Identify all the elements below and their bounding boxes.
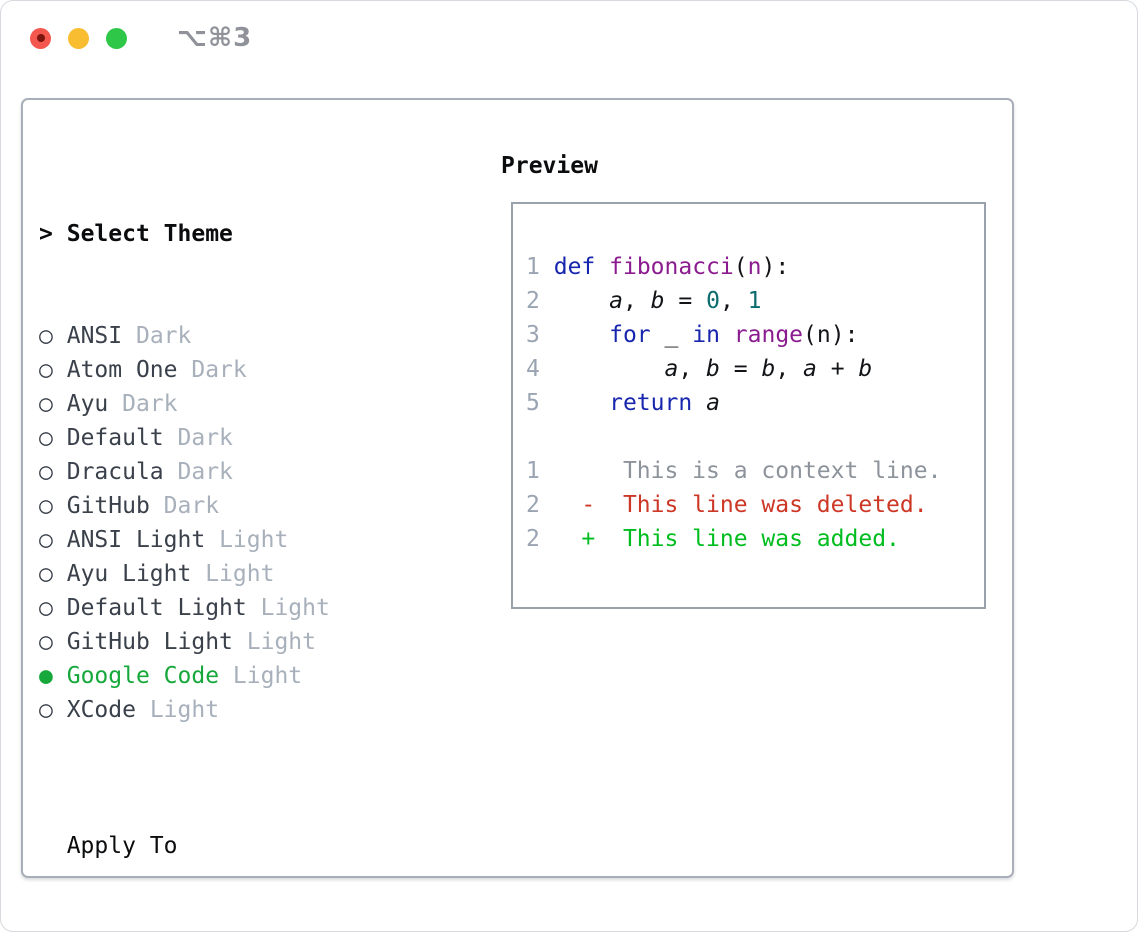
radio-unselected-icon: ○ bbox=[39, 323, 53, 349]
radio-unselected-icon: ○ bbox=[39, 357, 53, 383]
theme-variant-label: Light bbox=[260, 595, 330, 621]
theme-list: ○ ANSI Dark○ Atom One Dark○ Ayu Dark○ De… bbox=[39, 319, 427, 727]
theme-variant-label: Dark bbox=[191, 357, 247, 383]
titlebar: ⌥⌘3 bbox=[1, 1, 1137, 75]
theme-option-ayu-light[interactable]: ○ Ayu Light Light bbox=[39, 557, 427, 591]
theme-variant-label: Dark bbox=[135, 323, 192, 349]
radio-unselected-icon: ○ bbox=[39, 595, 53, 621]
option-label: Dracula bbox=[66, 459, 164, 485]
code-line: 2 + This line was added. bbox=[526, 526, 900, 552]
radio-unselected-icon: ○ bbox=[39, 697, 53, 723]
line-number: 3 bbox=[526, 322, 540, 348]
radio-unselected-icon: ○ bbox=[39, 561, 53, 587]
theme-variant-label: Dark bbox=[122, 391, 178, 417]
code-line: 1 This is a context line. bbox=[526, 458, 942, 484]
zoom-button[interactable] bbox=[106, 27, 127, 49]
theme-option-xcode[interactable]: ○ XCode Light bbox=[39, 693, 427, 727]
theme-variant-label: Light bbox=[232, 663, 303, 689]
close-button[interactable] bbox=[30, 27, 51, 49]
radio-unselected-icon: ○ bbox=[39, 425, 53, 451]
theme-variant-label: Dark bbox=[177, 459, 233, 485]
radio-selected-icon: ● bbox=[39, 663, 53, 689]
theme-option-atom-one[interactable]: ○ Atom One Dark bbox=[39, 353, 427, 387]
code-line bbox=[526, 420, 984, 454]
radio-unselected-icon: ○ bbox=[39, 527, 53, 553]
code-line: 3 for _ in range(n): bbox=[526, 322, 859, 348]
prompt-icon: > bbox=[39, 221, 53, 247]
line-number: 4 bbox=[526, 356, 540, 382]
option-label: ANSI bbox=[66, 323, 123, 349]
preview-box: 1 def fibonacci(n): 2 a, b = 0, 1 3 for _ … bbox=[511, 202, 986, 609]
radio-unselected-icon: ○ bbox=[39, 459, 53, 485]
option-label: Ayu bbox=[66, 391, 109, 417]
option-label: Default bbox=[66, 425, 164, 451]
theme-variant-label: Light bbox=[149, 697, 220, 723]
theme-option-ansi-light[interactable]: ○ ANSI Light Light bbox=[39, 523, 427, 557]
theme-option-ansi[interactable]: ○ ANSI Dark bbox=[39, 319, 427, 353]
line-number: 1 bbox=[526, 254, 540, 280]
radio-unselected-icon: ○ bbox=[39, 391, 53, 417]
option-label: GitHub Light bbox=[66, 629, 233, 655]
option-label: Google Code bbox=[66, 663, 220, 689]
radio-unselected-icon: ○ bbox=[39, 629, 53, 655]
option-label: Ayu Light bbox=[66, 561, 192, 587]
theme-option-default-light[interactable]: ○ Default Light Light bbox=[39, 591, 427, 625]
theme-option-github-light[interactable]: ○ GitHub Light Light bbox=[39, 625, 427, 659]
apply-option-user-settings[interactable]: ● User Settings bbox=[39, 931, 427, 932]
theme-option-google-code[interactable]: ● Google Code Light bbox=[39, 659, 427, 693]
line-number: 2 bbox=[526, 526, 540, 552]
line-number: 5 bbox=[526, 390, 540, 416]
minimize-button[interactable] bbox=[68, 27, 89, 49]
theme-option-default[interactable]: ○ Default Dark bbox=[39, 421, 427, 455]
code-line: 2 a, b = 0, 1 bbox=[526, 288, 762, 314]
theme-option-dracula[interactable]: ○ Dracula Dark bbox=[39, 455, 427, 489]
theme-variant-label: Light bbox=[205, 561, 275, 587]
code-line: 1 def fibonacci(n): bbox=[526, 254, 790, 280]
option-label: ANSI Light bbox=[66, 527, 206, 553]
window-title: ⌥⌘3 bbox=[177, 23, 253, 53]
theme-variant-label: Light bbox=[246, 629, 316, 655]
option-label: XCode bbox=[66, 697, 136, 723]
theme-option-github[interactable]: ○ GitHub Dark bbox=[39, 489, 427, 523]
line-number: 2 bbox=[526, 288, 540, 314]
code-preview: 1 def fibonacci(n): 2 a, b = 0, 1 3 for _ … bbox=[513, 204, 984, 556]
option-label: Atom One bbox=[66, 357, 178, 383]
theme-list-column: > Select Theme ○ ANSI Dark○ Atom One Dar… bbox=[39, 149, 427, 932]
select-theme-header: > Select Theme bbox=[39, 217, 427, 251]
apply-to-header: Apply To bbox=[66, 833, 178, 859]
select-theme-title: Select Theme bbox=[66, 221, 233, 247]
line-number: 2 bbox=[526, 492, 540, 518]
theme-option-ayu[interactable]: ○ Ayu Dark bbox=[39, 387, 427, 421]
theme-variant-label: Dark bbox=[163, 493, 220, 519]
code-line: 5 return a bbox=[526, 390, 720, 416]
code-line: 2 - This line was deleted. bbox=[526, 492, 928, 518]
close-dot-icon bbox=[36, 34, 45, 42]
option-label: GitHub bbox=[66, 493, 150, 519]
apply-to-list: ● User Settings○ Workspace Settings bbox=[39, 931, 427, 932]
line-number: 1 bbox=[526, 458, 540, 484]
radio-unselected-icon: ○ bbox=[39, 493, 53, 519]
preview-header: Preview bbox=[501, 153, 598, 179]
theme-variant-label: Dark bbox=[177, 425, 233, 451]
theme-variant-label: Light bbox=[219, 527, 289, 553]
code-line: 4 a, b = b, a + b bbox=[526, 356, 873, 382]
option-label: Default Light bbox=[66, 595, 247, 621]
theme-selector-panel: > Select Theme ○ ANSI Dark○ Atom One Dar… bbox=[21, 98, 1014, 878]
